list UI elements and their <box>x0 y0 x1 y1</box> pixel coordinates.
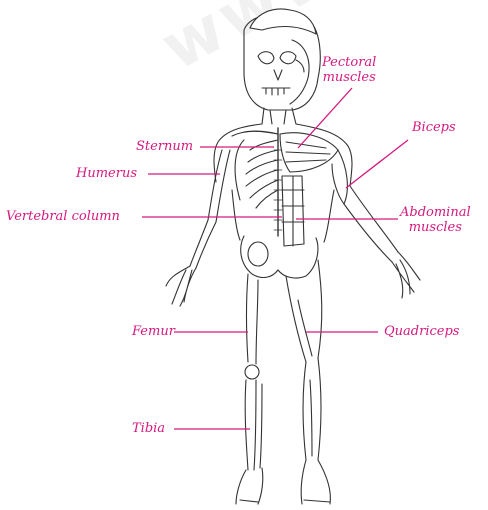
label-tibia: Tibia <box>132 421 165 436</box>
label-femur: Femur <box>132 324 175 339</box>
biceps-muscle <box>332 150 347 204</box>
right-foot <box>301 460 330 504</box>
label-biceps: Biceps <box>412 120 456 135</box>
biceps-pointer <box>346 140 408 188</box>
label-humerus: Humerus <box>76 166 137 181</box>
left-hand <box>166 266 196 306</box>
left-foot <box>236 468 263 504</box>
pelvis <box>241 236 318 278</box>
hair <box>250 9 316 34</box>
pectoral-pointer <box>298 88 352 148</box>
skull-teeth <box>262 88 290 95</box>
femur <box>247 274 259 364</box>
abdominal-muscles <box>282 176 304 246</box>
label-pectoral-muscles: Pectoral muscles <box>322 55 376 85</box>
tibia <box>245 380 262 470</box>
quadriceps-muscle <box>286 260 322 362</box>
right-hand <box>392 252 420 298</box>
label-text: Pectoral muscles <box>322 55 376 85</box>
label-vertebral-column: Vertebral column <box>6 209 120 224</box>
skull-eye-right <box>280 52 296 64</box>
label-quadriceps: Quadriceps <box>384 324 459 339</box>
skull-nose <box>274 70 282 80</box>
humerus <box>208 150 230 222</box>
label-sternum: Sternum <box>136 139 193 154</box>
label-abdominal-muscles: Abdominal muscles <box>400 205 471 235</box>
label-text: Abdominal muscles <box>400 205 471 235</box>
skull-eye-left <box>258 52 274 64</box>
ribcage <box>235 131 278 208</box>
